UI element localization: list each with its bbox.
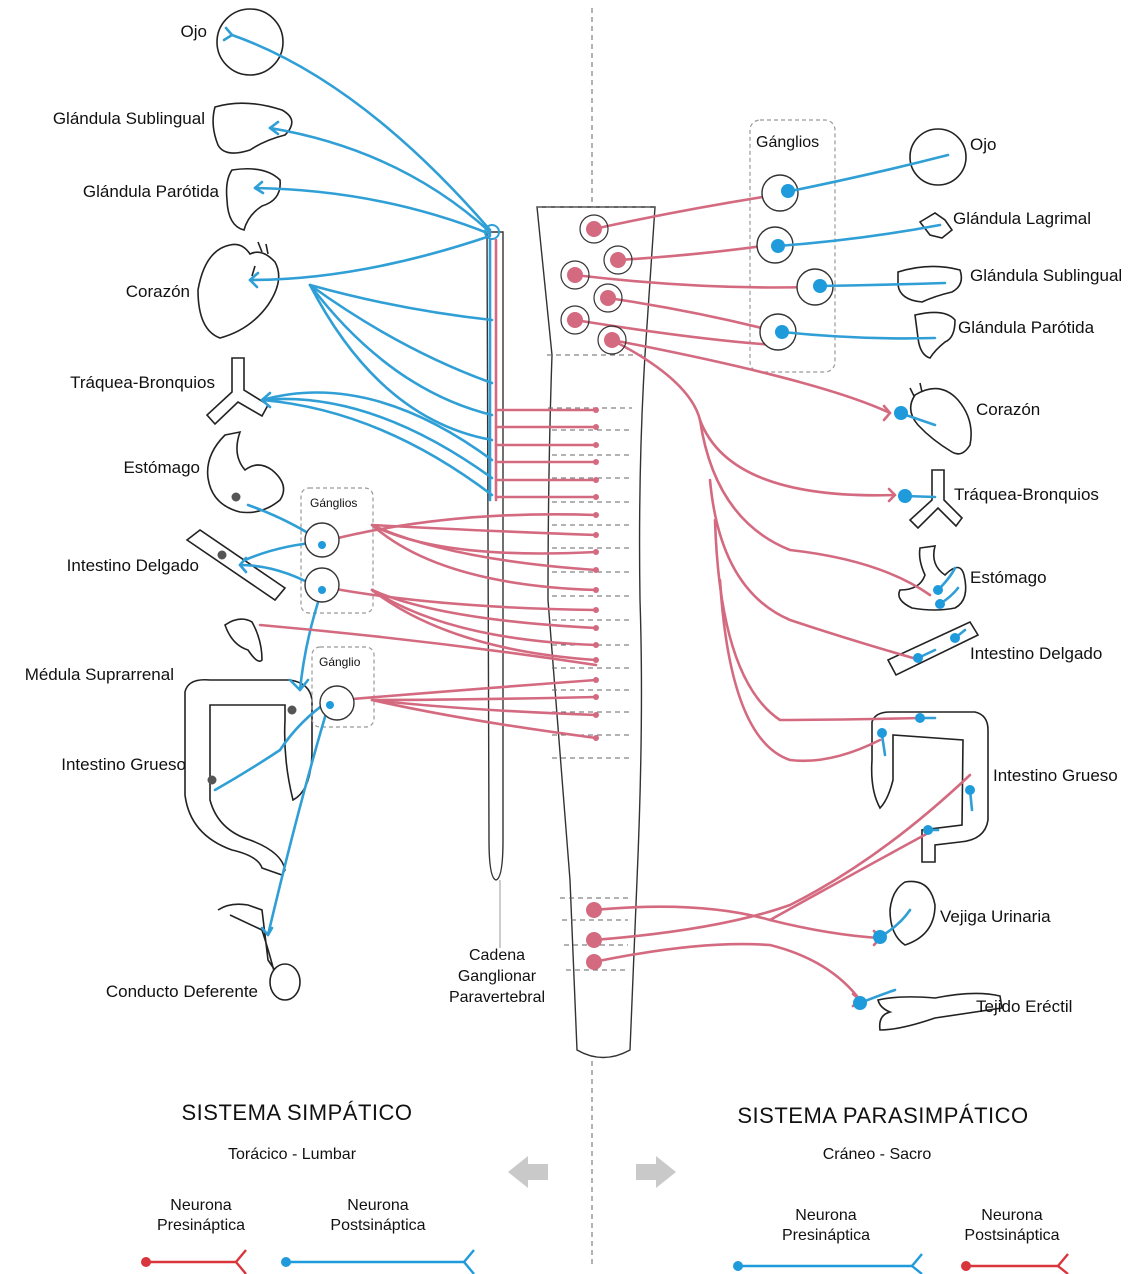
left-label-conducto: Conducto Deferente — [106, 982, 258, 1002]
left-label-intestino-delgado: Intestino Delgado — [67, 556, 199, 576]
sympathetic-post-legend-line-1: Neurona — [330, 1196, 425, 1216]
left-label-intestino-grueso: Intestino Grueso — [61, 755, 186, 775]
parasympathetic-pre-legend-line-1: Neurona — [782, 1206, 870, 1226]
right-label-corazon: Corazón — [976, 400, 1040, 420]
left-label-corazon: Corazón — [126, 282, 190, 302]
right-label-parotida: Glándula Parótida — [958, 318, 1094, 338]
left-label-estomago: Estómago — [123, 458, 200, 478]
left-testis-organ — [270, 964, 300, 1000]
left-lower-ganglion-label: Gánglio — [319, 655, 360, 669]
right-label-sublingual: Glándula Sublingual — [970, 266, 1122, 286]
parasympathetic-post-legend-symbol — [961, 1254, 1068, 1274]
left-label-sublingual: Glándula Sublingual — [53, 109, 205, 129]
right-parotid-organ — [915, 312, 955, 358]
right-label-traquea: Tráquea-Bronquios — [954, 485, 1099, 505]
chain-label-line-2: Ganglionar — [449, 966, 545, 987]
arrow-left-icon — [508, 1156, 548, 1188]
left-label-ojo: Ojo — [181, 22, 207, 42]
left-small-intestine-organ — [187, 530, 285, 600]
parasympathetic-pre-legend: Neurona Presináptica — [782, 1206, 870, 1246]
arrow-right-icon — [636, 1156, 676, 1188]
right-label-intestino-grueso: Intestino Grueso — [993, 766, 1118, 786]
parasympathetic-title: SISTEMA PARASIMPÁTICO — [737, 1103, 1028, 1129]
chain-label: Cadena Ganglionar Paravertebral — [449, 945, 545, 1008]
right-label-tejido: Tejido Eréctil — [976, 997, 1072, 1017]
parasympathetic-subtitle: Cráneo - Sacro — [823, 1146, 932, 1164]
sympathetic-post-legend-line-2: Postsináptica — [330, 1216, 425, 1236]
right-ganglia-label: Gánglios — [756, 133, 819, 153]
parasympathetic-post-legend: Neurona Postsináptica — [964, 1206, 1059, 1246]
left-trachea-organ — [207, 358, 268, 424]
left-label-parotida: Glándula Parótida — [83, 182, 219, 202]
parasympathetic-post-legend-line-1: Neurona — [964, 1206, 1059, 1226]
right-label-estomago: Estómago — [970, 568, 1047, 588]
sympathetic-pre-legend-line-2: Presináptica — [157, 1216, 245, 1236]
right-label-lagrimal: Glándula Lagrimal — [953, 209, 1091, 229]
left-heart-organ — [198, 242, 279, 338]
right-label-intestino-delgado: Intestino Delgado — [970, 644, 1102, 664]
right-ganglia — [757, 175, 833, 350]
sympathetic-post-legend: Neurona Postsináptica — [330, 1196, 425, 1236]
right-label-ojo: Ojo — [970, 135, 996, 155]
right-label-vejiga: Vejiga Urinaria — [940, 907, 1051, 927]
legend-symbols — [141, 1250, 1068, 1274]
right-bladder-organ — [890, 881, 935, 945]
left-parotid-organ — [227, 169, 281, 230]
left-adrenal-organ — [225, 619, 262, 661]
spinal-cord — [537, 207, 655, 1058]
parasympathetic-pre-legend-symbol — [733, 1254, 922, 1274]
sympathetic-subtitle: Torácico - Lumbar — [228, 1146, 356, 1164]
chain-label-line-3: Paravertebral — [449, 987, 545, 1008]
sympathetic-post-legend-symbol — [281, 1250, 474, 1274]
parasympathetic-pre-legend-line-2: Presináptica — [782, 1226, 870, 1246]
sympathetic-title: SISTEMA SIMPÁTICO — [182, 1100, 413, 1126]
left-stomach-organ — [208, 432, 284, 513]
sympathetic-pre-legend-symbol — [141, 1250, 246, 1274]
sympathetic-pre-legend: Neurona Presináptica — [157, 1196, 245, 1236]
right-stomach-organ — [899, 546, 966, 610]
sympathetic-pre-legend-line-1: Neurona — [157, 1196, 245, 1216]
left-sublingual-organ — [213, 103, 292, 153]
left-label-medula: Médula Suprarrenal — [25, 665, 174, 685]
left-label-traquea: Tráquea-Bronquios — [70, 373, 215, 393]
parasympathetic-post-legend-line-2: Postsináptica — [964, 1226, 1059, 1246]
left-upper-ganglia-label: Gánglios — [310, 496, 357, 510]
chain-label-line-1: Cadena — [449, 945, 545, 966]
